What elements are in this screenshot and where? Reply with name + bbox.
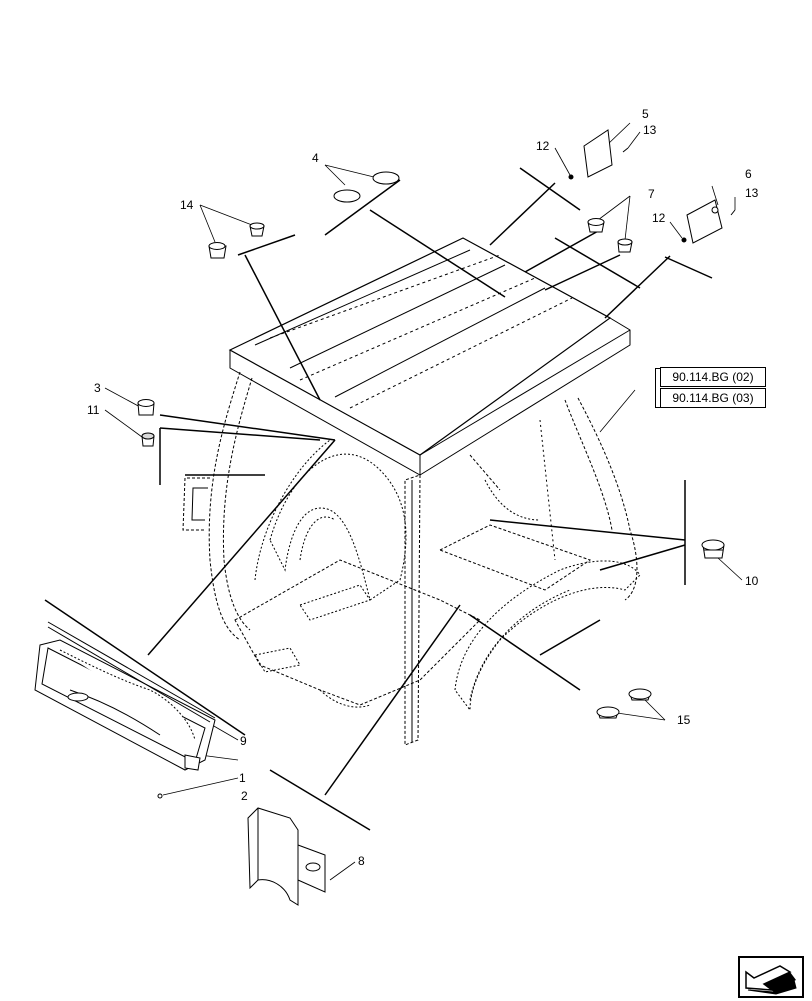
callout-5: 5 [642,107,649,121]
reference-link-90-114-bg-02[interactable]: 90.114.BG (02) [660,367,766,387]
callout-10: 10 [745,574,759,588]
cover-part-8 [247,807,326,906]
callout-8: 8 [358,854,365,868]
reference-bracket [655,368,660,408]
callout-3: 3 [94,381,101,395]
leader-lines [44,167,713,831]
reference-link-90-114-bg-03[interactable]: 90.114.BG (03) [660,388,766,408]
cab-frame [182,237,641,746]
callout-9: 9 [240,734,247,748]
callout-4: 4 [312,151,319,165]
callout-7: 7 [648,187,655,201]
plug-part-14 [208,222,265,259]
callout-12b: 12 [652,211,666,225]
callout-13a: 13 [643,123,657,137]
callout-12a: 12 [536,139,550,153]
plug-part-7 [587,218,633,253]
callout-11: 11 [87,403,100,417]
callout-14: 14 [180,198,194,212]
screw-part-2 [157,793,163,799]
callout-2: 2 [241,789,248,803]
bracket-part-6 [681,199,736,244]
callout-6: 6 [745,167,752,181]
seal-strip-part-9 [47,621,216,723]
trim-panel-part-1 [34,639,216,771]
callout-labels: 1 2 3 4 5 6 7 8 9 10 11 12 12 13 13 14 1… [87,107,759,868]
callout-15: 15 [677,713,691,727]
plug-part-15 [596,688,652,719]
callout-1: 1 [239,771,246,785]
callout-leaders [104,122,743,881]
bracket-part-5 [568,129,629,180]
plug-part-3 [137,399,155,416]
plug-part-4 [333,171,400,203]
callout-13b: 13 [745,186,759,200]
plug-part-11 [141,432,155,447]
plug-part-10 [701,539,725,559]
previous-page-arrow-icon[interactable] [738,956,804,998]
